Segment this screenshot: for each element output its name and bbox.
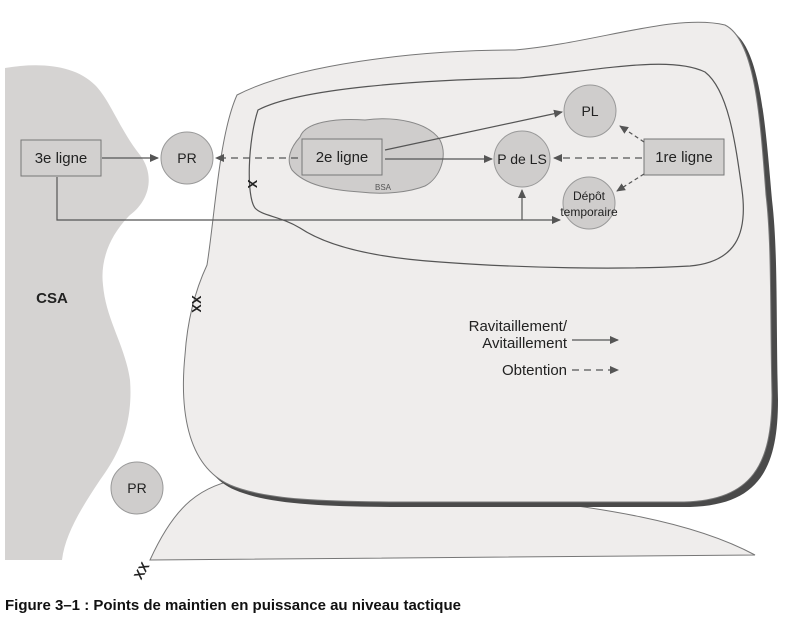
figure-caption: Figure 3–1 : Points de maintien en puiss… (5, 597, 461, 614)
node-depot-temporaire (562, 176, 616, 230)
csa-label: CSA (36, 290, 68, 307)
node-pl-label: PL (581, 103, 598, 119)
legend-obtain-label: Obtention (502, 362, 567, 379)
node-p-de-ls (493, 130, 551, 188)
node-depot-label-line1: Dépôt (573, 189, 606, 203)
legend-supply-line2: Avitaillement (482, 335, 568, 352)
box-third-line-label: 3e ligne (35, 150, 88, 167)
box-first-line (643, 138, 725, 176)
box-second-line (301, 138, 383, 176)
node-depot-label-line2: temporaire (560, 205, 618, 219)
box-second-line-label: 2e ligne (316, 149, 369, 166)
arrow-obtain-to-depot (616, 173, 645, 192)
boundary-mark-x: X (245, 180, 260, 189)
node-pr-top (160, 131, 214, 185)
box-first-line-label: 1re ligne (655, 149, 713, 166)
csa-region (5, 65, 149, 560)
legend-supply-line1: Ravitaillement/ (469, 318, 568, 335)
boundary-mark-xx-bottom: XX (131, 559, 153, 582)
node-pl (563, 84, 617, 138)
node-pr-bottom-label: PR (127, 480, 146, 496)
boundary-mark-xx-mid: XX (189, 295, 204, 313)
node-pr-top-label: PR (177, 150, 196, 166)
bsa-label: BSA (375, 183, 392, 192)
arrow-third-line-to-depot (56, 177, 561, 224)
box-third-line (20, 139, 102, 177)
node-pr-bottom (110, 461, 164, 515)
arrow-obtain-to-pl (619, 125, 645, 143)
node-p-de-ls-label: P de LS (497, 151, 547, 167)
arrow-second-line-to-pl (384, 109, 563, 151)
